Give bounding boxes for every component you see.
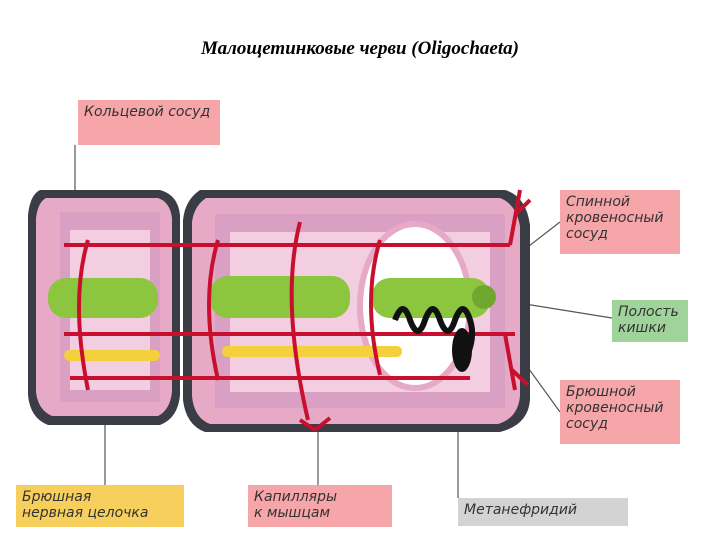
label-dorsal-vessel: Спинной кровеносный сосуд <box>560 190 680 254</box>
label-metanephridium: Метанефридий <box>458 498 628 526</box>
label-gut-cavity: Полость кишки <box>612 300 688 342</box>
label-ring-vessel: Кольцевой сосуд <box>78 100 220 145</box>
label-capillaries: Капилляры к мышцам <box>248 485 392 527</box>
label-ventral-vessel: Брюшной кровеносный сосуд <box>560 380 680 444</box>
label-nerve-cord: Брюшная нервная целочка <box>16 485 184 527</box>
